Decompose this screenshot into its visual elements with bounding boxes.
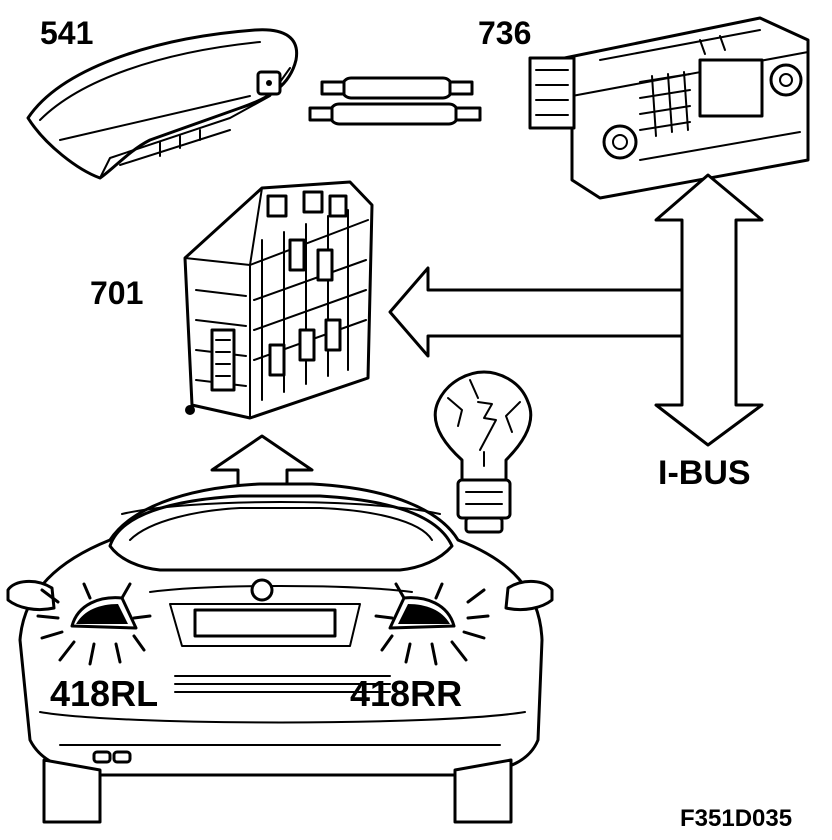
radio-unit-736 [528,16,810,200]
control-module-701 [183,180,374,420]
lamp-right-label: 418RR [350,673,462,714]
figure-ref-label: F351D035 [680,805,792,832]
connector-pins [308,76,482,126]
lamp-left-label: 418RL [50,673,158,714]
tail-lamp-left [36,582,152,666]
i-bus-arrows [388,173,764,447]
car-rear [6,482,554,824]
control-module-label: 701 [90,275,143,311]
door-handle-541 [26,28,299,180]
i-bus-label: I-BUS [658,454,751,492]
door-handle-label: 541 [40,15,93,51]
radio-unit-label: 736 [478,15,531,51]
bulb-icon [433,370,533,534]
tail-lamp-right [374,582,490,666]
